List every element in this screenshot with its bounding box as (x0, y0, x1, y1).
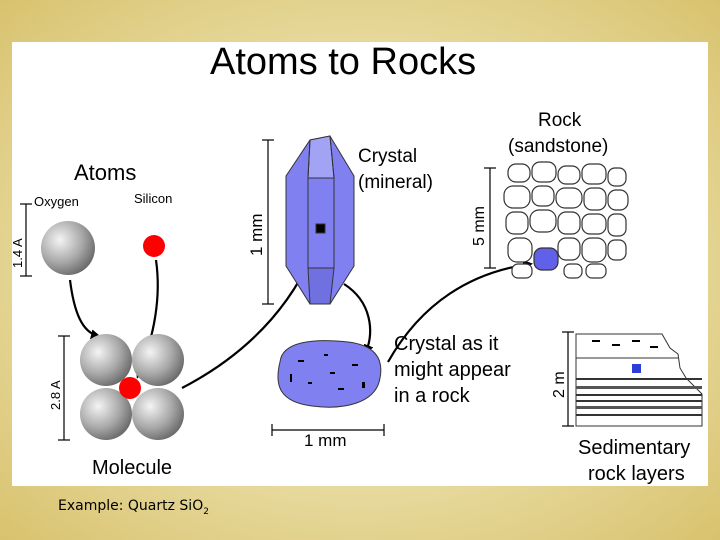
rock-scale-bar (484, 167, 496, 269)
atom-scale-bar (20, 203, 32, 277)
oxygen-atom (41, 221, 95, 275)
rock-crystal-label-line3: in a rock (394, 385, 471, 407)
diagram-title: Atoms to Rocks (210, 42, 476, 83)
atom-scale-label: 1.4 A (12, 238, 25, 268)
rock-crystal-label-line1: Crystal as it (394, 333, 499, 355)
sandstone-crystal-grain (533, 247, 559, 271)
rock-label-line1: Rock (538, 110, 582, 131)
molecule-scale-label: 2.8 A (48, 380, 63, 410)
crystal-highlight-square (315, 223, 326, 234)
oxygen-label: Oxygen (34, 194, 79, 209)
silicon-label: Silicon (134, 191, 172, 206)
crystal-label-line2: (mineral) (358, 172, 433, 193)
atoms-to-rocks-diagram: Atoms to Rocks Atoms Oxygen Silicon 1.4 … (10, 41, 703, 485)
sedimentary-label-line1: Sedimentary (578, 437, 690, 459)
rock-crystal-label-line2: might appear (394, 359, 511, 381)
crystal-label-line1: Crystal (358, 146, 417, 167)
arrow-crystal-to-rock-crystal (343, 283, 374, 355)
sedimentary-scale-bar (562, 331, 574, 427)
molecule-scale-bar (58, 335, 70, 441)
silicon-atom (143, 235, 165, 257)
rock-crystal-scale-label: 1 mm (304, 431, 347, 450)
arrow-oxygen-to-molecule (68, 279, 101, 340)
molecule (80, 334, 184, 440)
sedimentary-label-line2: rock layers (588, 463, 685, 485)
example-caption: Example: Quartz SiO2 (58, 498, 209, 517)
sedimentary-sandstone-marker (632, 364, 641, 373)
sandstone-grains (503, 161, 629, 279)
crystal-prism (285, 135, 355, 305)
rock-scale-label: 5 mm (471, 206, 488, 246)
rock-crystal-scale-bar (271, 424, 385, 436)
sedimentary-layers (575, 333, 703, 427)
rock-crystal-blob (277, 340, 382, 408)
sedimentary-scale-label: 2 m (551, 371, 568, 398)
crystal-scale-bar (262, 139, 274, 305)
molecule-label: Molecule (92, 457, 172, 479)
rock-label-line2: (sandstone) (508, 136, 608, 157)
diagram-panel: Atoms to Rocks Atoms Oxygen Silicon 1.4 … (10, 41, 708, 486)
molecule-silicon-atom (119, 377, 141, 399)
caption-text: Example: Quartz SiO (58, 498, 204, 514)
crystal-scale-label: 1 mm (247, 214, 266, 257)
atoms-heading: Atoms (74, 160, 136, 185)
arrow-rock-crystal-to-sandstone (387, 260, 533, 363)
caption-subscript: 2 (203, 506, 209, 517)
